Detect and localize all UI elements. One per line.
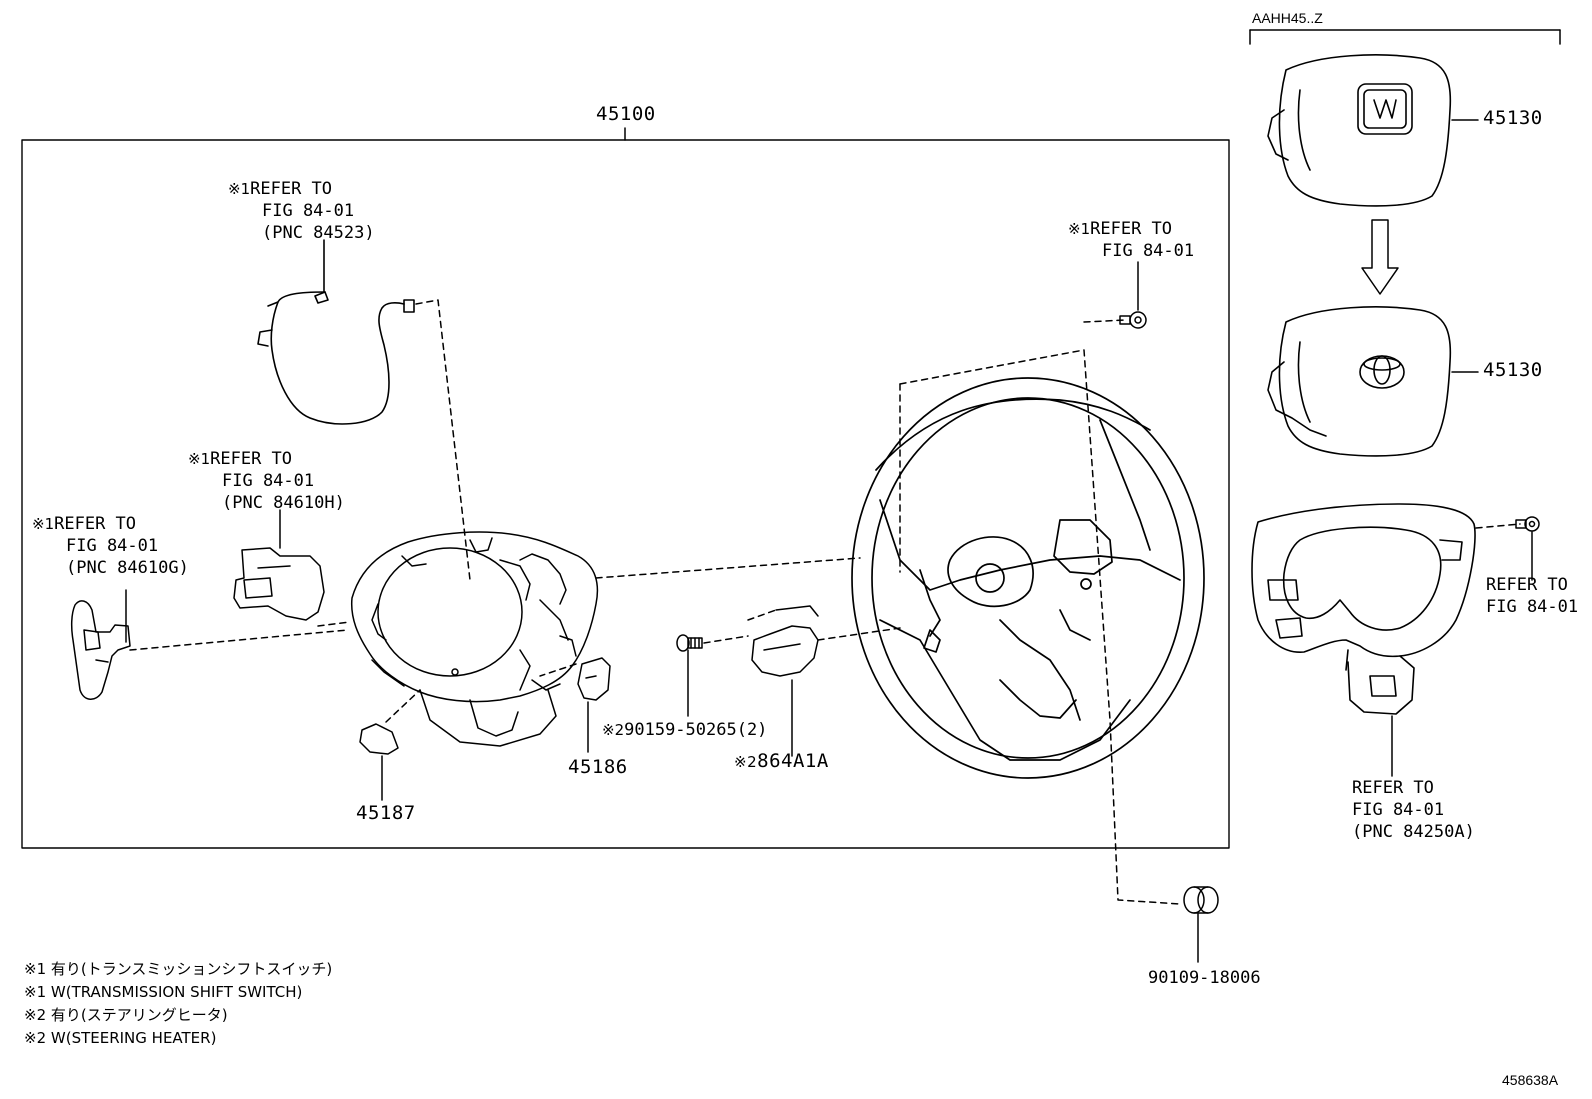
note-2: ※1 W(TRANSMISSION SHIFT SWITCH) bbox=[24, 983, 303, 1001]
screw-right-drawing bbox=[1515, 516, 1540, 532]
part-heater: ※2864A1A bbox=[734, 750, 829, 772]
arrow-down-icon bbox=[1361, 219, 1399, 295]
mark-1: ※1 bbox=[228, 180, 251, 198]
wire-harness-drawing bbox=[257, 239, 415, 425]
ref-paddle-right-line2: FIG 84-01 bbox=[222, 471, 315, 491]
part-nut: 90109-18006 bbox=[1148, 968, 1261, 988]
ref-cover-bottom-line2: FIG 84-01 bbox=[1352, 800, 1445, 820]
model-code: AAHH45..Z bbox=[1252, 10, 1323, 26]
part-45186: 45186 bbox=[568, 756, 628, 778]
note-1: ※1 有り(トランスミッションシフトスイッチ) bbox=[24, 960, 333, 978]
steering-wheel-drawing bbox=[851, 377, 1205, 779]
mark-2: ※2 bbox=[602, 721, 625, 739]
bolt-drawing bbox=[676, 634, 703, 652]
airbag-lower-drawing bbox=[1267, 306, 1452, 457]
part-45187: 45187 bbox=[356, 802, 416, 824]
mark-1: ※1 bbox=[188, 450, 211, 468]
part-45186-drawing bbox=[577, 657, 611, 701]
ref-paddle-left-line2: FIG 84-01 bbox=[66, 536, 159, 556]
model-bracket bbox=[1249, 29, 1561, 45]
steering-heater-drawing bbox=[751, 605, 819, 677]
mark-1: ※1 bbox=[32, 515, 55, 533]
note-3: ※2 有り(ステアリングヒータ) bbox=[24, 1006, 228, 1024]
ref-wheel-top-line2: FIG 84-01 bbox=[1102, 241, 1195, 261]
spoke-cover-drawing bbox=[1251, 503, 1476, 715]
nut-drawing bbox=[1183, 886, 1219, 914]
ref-cover-bottom: REFER TO bbox=[1352, 778, 1434, 798]
part-bolt: ※290159-50265(2) bbox=[602, 720, 768, 740]
figure-id: 458638A bbox=[1502, 1072, 1559, 1088]
steering-cover-drawing bbox=[350, 531, 599, 747]
assembly-frame bbox=[21, 139, 1230, 849]
mark-1: ※1 bbox=[1068, 220, 1091, 238]
ref-wire-top-line2: FIG 84-01 bbox=[262, 201, 355, 221]
paddle-switch-right-drawing bbox=[233, 547, 325, 621]
part-airbag-lower: 45130 bbox=[1483, 359, 1543, 381]
part-airbag-upper: 45130 bbox=[1483, 107, 1543, 129]
screw-drawing bbox=[1119, 311, 1147, 329]
ref-cover-bottom-line3: (PNC 84250A) bbox=[1352, 822, 1475, 842]
part-45187-drawing bbox=[359, 723, 399, 755]
note-4: ※2 W(STEERING HEATER) bbox=[24, 1029, 217, 1047]
ref-paddle-right: ※1REFER TO bbox=[188, 449, 293, 469]
paddle-switch-left-drawing bbox=[70, 600, 131, 700]
airbag-upper-drawing bbox=[1267, 54, 1452, 207]
mark-2: ※2 bbox=[734, 753, 758, 771]
ref-cover-screw-line2: FIG 84-01 bbox=[1486, 597, 1579, 617]
assembly-part-number: 45100 bbox=[596, 103, 656, 125]
ref-paddle-left: ※1REFER TO bbox=[32, 514, 137, 534]
ref-wire-top-line3: (PNC 84523) bbox=[262, 223, 375, 243]
ref-paddle-left-line3: (PNC 84610G) bbox=[66, 558, 189, 578]
ref-wheel-top: ※1REFER TO bbox=[1068, 219, 1173, 239]
ref-cover-screw: REFER TO bbox=[1486, 575, 1568, 595]
ref-wire-top: ※1REFER TO bbox=[228, 179, 333, 199]
ref-paddle-right-line3: (PNC 84610H) bbox=[222, 493, 345, 513]
